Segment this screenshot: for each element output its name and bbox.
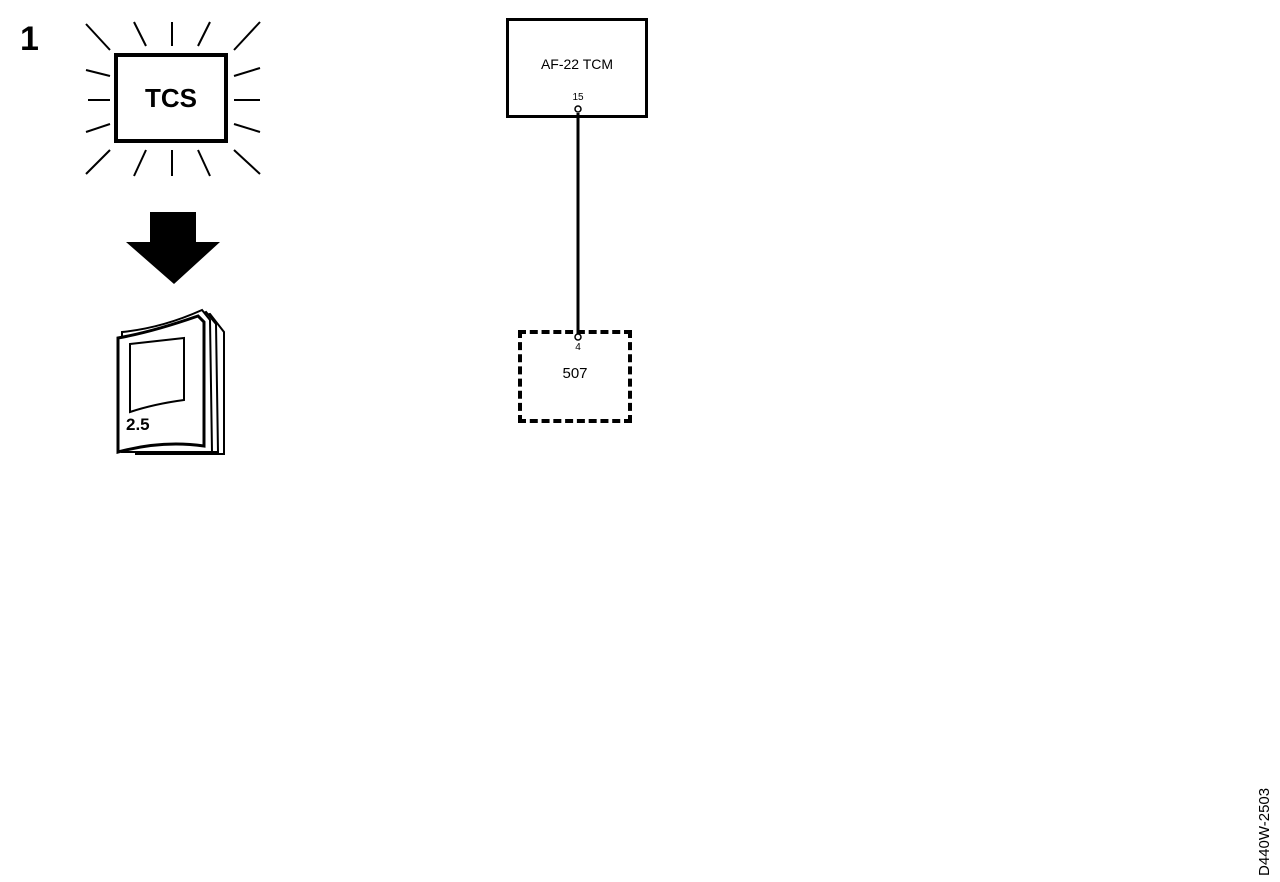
step-number: 1 xyxy=(20,20,39,58)
service-manual-icon xyxy=(116,308,225,455)
control-module-box xyxy=(506,18,648,118)
control-module-pin-label: 15 xyxy=(572,92,584,103)
pin-connector-top xyxy=(574,105,582,113)
connected-unit-box xyxy=(518,330,632,423)
tcs-indicator-label: TCS xyxy=(145,82,197,113)
warning-lamp-icon xyxy=(85,21,261,177)
document-id: D440W-2503 xyxy=(1256,787,1273,876)
control-module-label: AF-22 TCM xyxy=(540,56,614,72)
connected-unit-label: 507 xyxy=(562,365,588,382)
arrow-down-icon xyxy=(126,212,220,284)
pin-connector-bottom xyxy=(574,333,582,341)
manual-section-label: 2.5 xyxy=(126,415,150,434)
connected-unit-pin-label: 4 xyxy=(575,342,581,353)
tcs-indicator: TCS xyxy=(114,53,228,143)
